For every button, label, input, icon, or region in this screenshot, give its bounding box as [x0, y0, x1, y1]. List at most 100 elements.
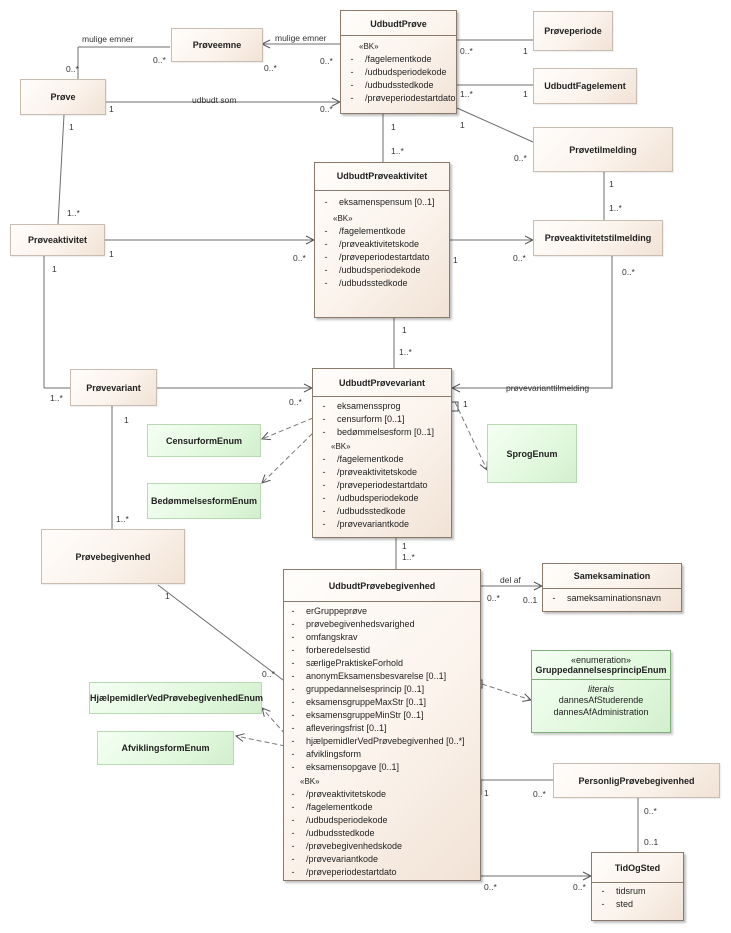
class-name: Sameksamination — [543, 564, 681, 589]
label-mulige-emner-1: mulige emner — [82, 34, 134, 44]
class-name: Prøve — [50, 92, 76, 102]
dep-afviklingsform — [236, 736, 286, 747]
mult-label: 0..* — [262, 669, 275, 679]
mult-label: 0..* — [320, 104, 333, 114]
literals-label: literals — [587, 684, 614, 694]
class-proveaktivitetstilmelding[interactable]: Prøveaktivitetstilmelding — [533, 220, 663, 256]
dep-censurform — [262, 417, 314, 439]
class-udbudtprove[interactable]: UdbudtPrøve «BK» -/fagelementkode -/udbu… — [340, 10, 457, 114]
attribute-row: -/prøvebegivenhedskode — [291, 841, 403, 851]
class-name: HjælpemidlerVedPrøvebegivenhedEnum — [90, 693, 264, 703]
mult-label: 1..* — [391, 146, 404, 156]
mult-label: 1 — [402, 325, 407, 335]
class-provevariant[interactable]: Prøvevariant — [70, 369, 157, 406]
label-provevarianttilmelding: prøvevarianttilmelding — [506, 383, 590, 393]
class-udbudtproveaktivitet[interactable]: UdbudtPrøveaktivitet -eksamenspensum [0.… — [314, 162, 450, 318]
mult-label: 1..* — [402, 552, 415, 562]
class-name: UdbudtPrøvebegivenhed — [284, 570, 480, 602]
mult-label: 1 — [391, 122, 396, 132]
attribute-row: -sameksaminationsnavn — [552, 593, 662, 603]
class-proveperiode[interactable]: Prøveperiode — [533, 11, 613, 51]
mult-label: 0..* — [487, 593, 500, 603]
stereotype-bk: «BK» — [331, 442, 351, 451]
class-name: CensurformEnum — [165, 435, 242, 446]
attribute-row: -/udbudsperiodekode — [350, 67, 447, 77]
class-personligprovebegivenhed[interactable]: PersonligPrøvebegivenhed — [553, 763, 720, 798]
dep-gruppedannelse — [481, 683, 531, 700]
class-name: BedømmelsesformEnum — [150, 496, 258, 506]
class-provetilmelding[interactable]: Prøvetilmelding — [533, 127, 673, 172]
mult-label: 0..* — [513, 253, 526, 263]
class-udbudtprovebegivenhed[interactable]: UdbudtPrøvebegivenhed -erGruppeprøve -pr… — [283, 569, 481, 881]
attribute-row: -omfangskrav — [291, 632, 358, 642]
mult-label: 1 — [463, 399, 468, 409]
attribute-row: -tidsrum — [601, 886, 646, 896]
class-afviklingsformenum[interactable]: AfviklingsformEnum — [97, 731, 234, 765]
class-name: Prøvebegivenhed — [75, 551, 151, 562]
attribute-row: -hjælpemidlerVedPrøvebegivenhed [0..*] — [291, 736, 465, 746]
attribute-row: -/udbudsperiodekode — [291, 815, 388, 825]
attribute-row: -/prøveperiodestartdato — [350, 93, 456, 103]
mult-label: 1 — [109, 249, 114, 259]
class-name: GruppedannelsesprincipEnum — [535, 665, 667, 675]
attribute-row: -/prøveaktivitetskode — [322, 467, 418, 477]
attribute-row: -afviklingsform — [291, 749, 362, 759]
class-name: UdbudtFagelement — [544, 81, 626, 91]
mult-label: 0..* — [622, 267, 635, 277]
attribute-row: -anonymEksamensbesvarelse [0..1] — [291, 671, 447, 681]
stereotype-enumeration: «enumeration» — [570, 655, 632, 665]
attribute-row: -gruppedannelsesprincip [0..1] — [291, 684, 425, 694]
attribute-row: -prøvebegivenhedsvarighed — [291, 619, 415, 629]
class-name: Prøveaktivitetstilmelding — [544, 233, 652, 243]
class-bedommelsesformenum[interactable]: BedømmelsesformEnum — [147, 483, 261, 519]
edge-udbudtprove-provetilmelding — [456, 107, 534, 143]
mult-label: 0..* — [293, 253, 306, 263]
class-sameksamination[interactable]: Sameksamination -sameksaminationsnavn — [542, 563, 682, 612]
class-censurformenum[interactable]: CensurformEnum — [147, 424, 261, 457]
class-sprogenum[interactable]: SprogEnum — [487, 424, 577, 483]
stereotype-bk: «BK» — [333, 214, 353, 223]
mult-label: 1 — [402, 541, 407, 551]
mult-label: 1 — [69, 122, 74, 132]
class-gruppedannelsesprincipenum[interactable]: «enumeration» GruppedannelsesprincipEnum… — [531, 650, 671, 733]
attribute-row: -sted — [601, 899, 634, 909]
attribute-row: -bedømmelsesform [0..1] — [322, 427, 435, 437]
class-tidogsted[interactable]: TidOgSted -tidsrum -sted — [591, 852, 684, 921]
class-udbudtfagelement[interactable]: UdbudtFagelement — [533, 68, 637, 104]
class-hjaelpemidlerenum[interactable]: HjælpemidlerVedPrøvebegivenhedEnum — [89, 682, 264, 714]
edge-prove-proveaktivitet — [57, 114, 65, 225]
mult-label: 0..* — [514, 153, 527, 163]
class-prove[interactable]: Prøve — [20, 79, 106, 115]
attribute-row: -/prøvevariantkode — [322, 519, 410, 529]
class-proveemne[interactable]: Prøveemne — [171, 28, 263, 62]
mult-label: 1 — [609, 179, 614, 189]
attribute-row: -forberedelsestid — [291, 645, 371, 655]
mult-label: 1..* — [609, 203, 622, 213]
class-name: SprogEnum — [506, 448, 558, 459]
dep-sprog — [454, 401, 487, 470]
class-name: UdbudtPrøve — [341, 11, 456, 36]
class-provebegivenhed[interactable]: Prøvebegivenhed — [41, 529, 185, 584]
class-name: AfviklingsformEnum — [121, 743, 210, 753]
attribute-row: -eksamenspensum [0..1] — [324, 197, 435, 207]
edge-udbudtprovebegivenhed-personlig — [480, 779, 553, 795]
mult-label: 1..* — [50, 393, 63, 403]
label-mulige-emner-2: mulige emner — [275, 33, 327, 43]
attribute-row: -/prøveperiodestartdato — [322, 480, 428, 490]
attribute-row: -eksamenssprog — [322, 401, 401, 411]
mult-label: 1..* — [67, 208, 80, 218]
mult-label: 0..* — [644, 806, 657, 816]
mult-label: 0..* — [153, 55, 166, 65]
class-name: Prøvetilmelding — [569, 144, 637, 155]
attribute-row: -/prøveaktivitetskode — [291, 789, 387, 799]
class-udbudtprovevariant[interactable]: UdbudtPrøvevariant -eksamenssprog -censu… — [312, 368, 452, 538]
attribute-row: -/prøveperiodestartdato — [291, 867, 397, 877]
class-proveaktivitet[interactable]: Prøveaktivitet — [10, 224, 105, 256]
enum-literal: dannesAfStuderende — [558, 695, 644, 705]
mult-label: 1 — [124, 415, 129, 425]
edge-provebegivenhed-udbudtprovebegivenhed — [157, 584, 284, 681]
mult-label: 0..* — [289, 397, 302, 407]
mult-label: 1..* — [116, 514, 129, 524]
label-udbudt-som: udbudt som — [192, 95, 237, 105]
